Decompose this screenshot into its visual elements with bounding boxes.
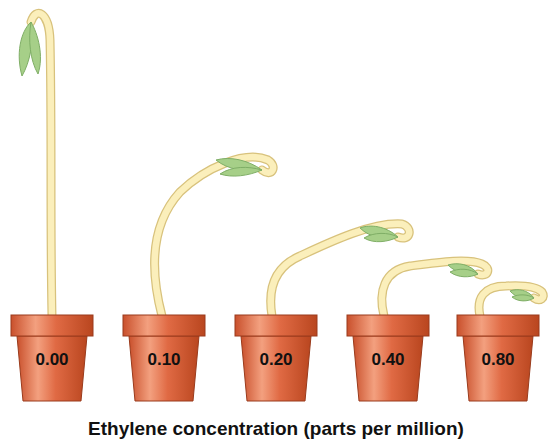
flower-pot: 0.80: [456, 314, 540, 402]
concentration-value: 0.80: [456, 350, 540, 370]
flower-pot: 0.00: [10, 314, 94, 402]
flower-pot: 0.20: [234, 314, 318, 402]
concentration-value: 0.10: [122, 350, 206, 370]
axis-caption: Ethylene concentration (parts per millio…: [0, 418, 552, 440]
concentration-value: 0.40: [346, 350, 430, 370]
concentration-value: 0.00: [10, 350, 94, 370]
flower-pot: 0.10: [122, 314, 206, 402]
flower-pot: 0.40: [346, 314, 430, 402]
concentration-value: 0.20: [234, 350, 318, 370]
